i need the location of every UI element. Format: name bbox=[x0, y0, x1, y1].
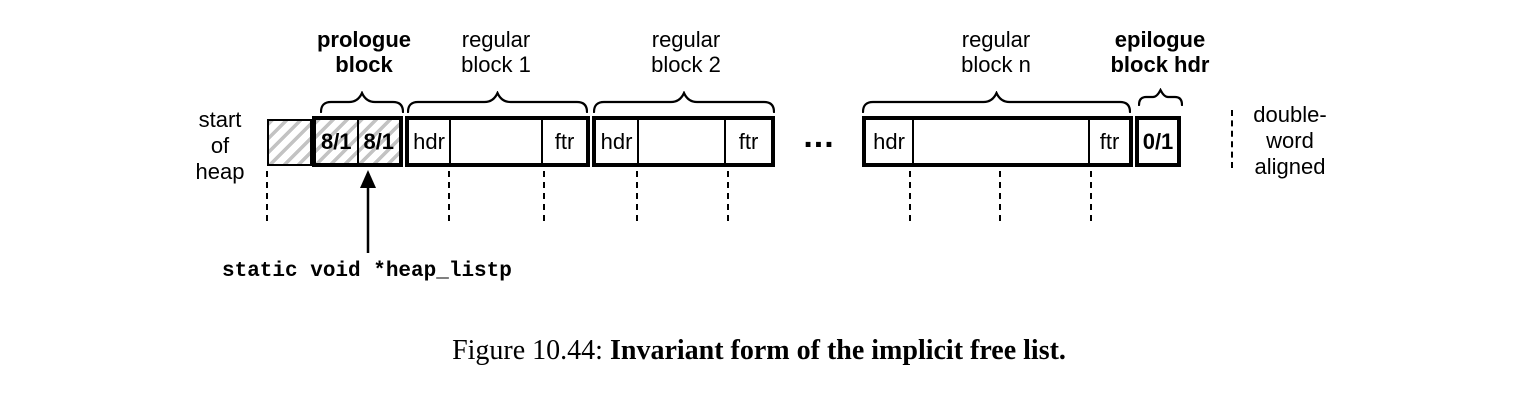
label-prologue-block: prologue block bbox=[279, 27, 449, 77]
block-header-cell: hdr bbox=[596, 120, 639, 163]
block-footer-cell: ftr bbox=[738, 128, 759, 154]
prologue-brace bbox=[320, 91, 404, 113]
prologue-footer-cell: 8/1 bbox=[358, 120, 399, 163]
caption-text: Invariant form of the implicit free list… bbox=[609, 335, 1066, 366]
label-line: word bbox=[1266, 128, 1314, 153]
label-line: block hdr bbox=[1110, 52, 1210, 77]
block-payload-cell bbox=[639, 120, 726, 163]
label-line: aligned bbox=[1254, 154, 1326, 179]
block-header-cell: hdr bbox=[409, 120, 451, 163]
prologue-header-cell: 8/1 bbox=[316, 120, 359, 163]
regular-block-1: hdr ftr bbox=[405, 116, 590, 167]
regular-block-2: hdr ftr bbox=[592, 116, 775, 167]
double-word-dashed-line bbox=[1231, 110, 1233, 168]
heap-start-pad-cell bbox=[267, 119, 312, 166]
epilogue-block-cell: 0/1 bbox=[1135, 116, 1181, 167]
regular-block-n: hdr ftr bbox=[862, 116, 1133, 167]
alignment-dashed-line bbox=[727, 171, 729, 221]
label-line: regular bbox=[651, 27, 721, 52]
regular-block-2-brace bbox=[593, 91, 775, 113]
label-line: block bbox=[335, 52, 393, 77]
label-line: block 1 bbox=[461, 52, 531, 77]
regular-block-1-brace bbox=[407, 91, 588, 113]
alignment-dashed-line bbox=[1090, 171, 1092, 221]
label-regular-block-n: regular block n bbox=[911, 27, 1081, 77]
label-line: of bbox=[210, 133, 230, 158]
label-line: block 2 bbox=[651, 52, 721, 77]
alignment-dashed-line bbox=[909, 171, 911, 221]
label-regular-block-2: regular block 2 bbox=[601, 27, 771, 77]
block-header-cell: hdr bbox=[866, 120, 914, 163]
heap-listp-arrow-icon bbox=[360, 170, 376, 253]
alignment-dashed-line bbox=[636, 171, 638, 221]
alignment-dashed-line bbox=[448, 171, 450, 221]
label-line: regular bbox=[461, 27, 531, 52]
prologue-block: 8/1 8/1 bbox=[312, 116, 403, 167]
double-word-aligned-label: double- word aligned bbox=[1242, 102, 1338, 180]
figure-caption: Figure 10.44: Invariant form of the impl… bbox=[0, 335, 1518, 367]
heap-listp-label: static void *heap_listp bbox=[222, 260, 512, 283]
label-regular-block-1: regular block 1 bbox=[411, 27, 581, 77]
block-footer-cell: ftr bbox=[554, 128, 575, 154]
block-footer-cell: ftr bbox=[1099, 128, 1120, 154]
epilogue-header-cell: 0/1 bbox=[1142, 128, 1174, 154]
start-of-heap-label: start of heap bbox=[178, 107, 262, 185]
label-epilogue-block-hdr: epilogue block hdr bbox=[1075, 27, 1245, 77]
label-line: epilogue bbox=[1114, 27, 1206, 52]
epilogue-brace bbox=[1138, 88, 1183, 106]
label-line: block n bbox=[961, 52, 1031, 77]
caption-prefix: Figure 10.44: bbox=[452, 335, 603, 366]
label-line: prologue bbox=[316, 27, 412, 52]
label-line: start bbox=[198, 107, 242, 132]
ellipsis: ... bbox=[803, 117, 835, 155]
label-line: double- bbox=[1253, 102, 1327, 127]
regular-block-n-brace bbox=[862, 91, 1131, 113]
block-payload-cell bbox=[914, 120, 1090, 163]
alignment-dashed-line bbox=[266, 171, 268, 221]
label-line: regular bbox=[961, 27, 1031, 52]
alignment-dashed-line bbox=[543, 171, 545, 221]
alignment-dashed-line bbox=[999, 171, 1001, 221]
block-payload-cell bbox=[451, 120, 543, 163]
label-line: heap bbox=[195, 159, 245, 184]
